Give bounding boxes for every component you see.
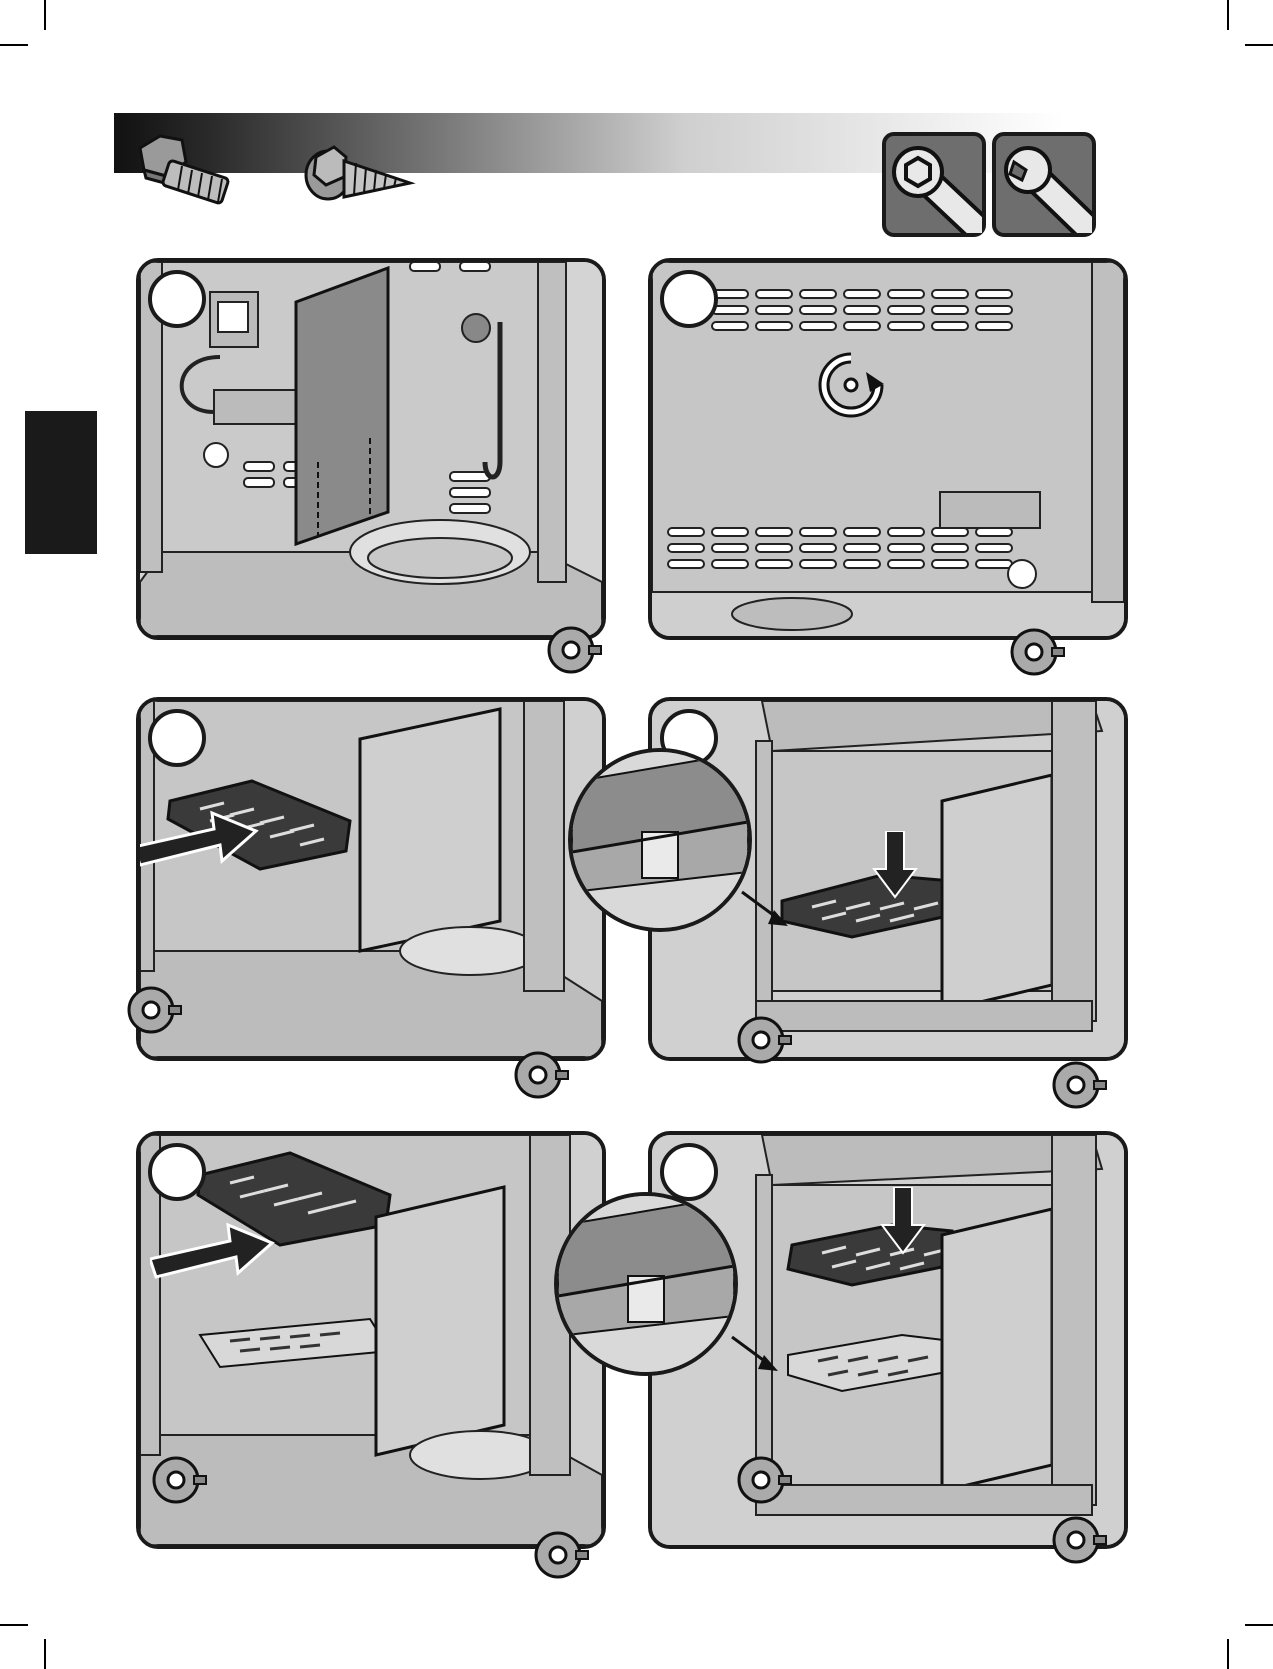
wrench-tool-box (992, 132, 1096, 237)
caster-wheel-icon (512, 1045, 572, 1100)
zoom-pointer-d (740, 890, 790, 930)
step-a-marker (148, 270, 206, 328)
caster-wheel-icon (150, 1450, 210, 1505)
caster-wheel-icon (1050, 1055, 1110, 1110)
step-d-detail-zoom (568, 748, 752, 932)
crop-mark (1227, 0, 1229, 30)
caster-wheel-icon (1008, 622, 1068, 677)
crop-mark (0, 1624, 28, 1626)
caster-wheel-icon (125, 980, 185, 1035)
crop-mark (44, 1639, 46, 1669)
caster-wheel-icon (545, 620, 605, 675)
step-b-marker (660, 270, 718, 328)
step-a-illustration (140, 262, 602, 636)
caster-wheel-icon (1050, 1510, 1110, 1565)
crop-mark (0, 44, 28, 46)
caster-wheel-icon (735, 1450, 795, 1505)
crop-mark (44, 0, 46, 30)
step-f-marker (660, 1143, 718, 1201)
shelf-tab-detail (572, 752, 748, 928)
step-c-panel (136, 697, 606, 1061)
self-tapping-screw-icon (300, 135, 420, 210)
rotate-clockwise-icon (816, 350, 886, 420)
step-c-illustration (140, 701, 602, 1057)
arrow-down-icon (880, 1187, 926, 1257)
caster-wheel-icon (532, 1525, 592, 1580)
section-tab-marker (25, 411, 97, 554)
hex-bolt-icon (130, 130, 240, 210)
step-f-detail-zoom (554, 1192, 738, 1376)
step-b-panel (648, 258, 1128, 640)
zoom-pointer-f (730, 1335, 780, 1375)
step-b-illustration (652, 262, 1124, 636)
step-e-marker (148, 1143, 206, 1201)
arrow-right-icon (150, 1219, 280, 1289)
hex-key-icon (886, 136, 982, 233)
step-a-panel (136, 258, 606, 640)
step-c-marker (148, 709, 206, 767)
arrow-right-icon (136, 807, 264, 877)
wrench-icon (996, 136, 1092, 233)
crop-mark (1227, 1639, 1229, 1669)
shelf-tab-detail (558, 1196, 734, 1372)
crop-mark (1245, 1624, 1273, 1626)
crop-mark (1245, 44, 1273, 46)
hex-key-tool-box (882, 132, 986, 237)
arrow-down-icon (872, 831, 918, 901)
caster-wheel-icon (735, 1010, 795, 1065)
